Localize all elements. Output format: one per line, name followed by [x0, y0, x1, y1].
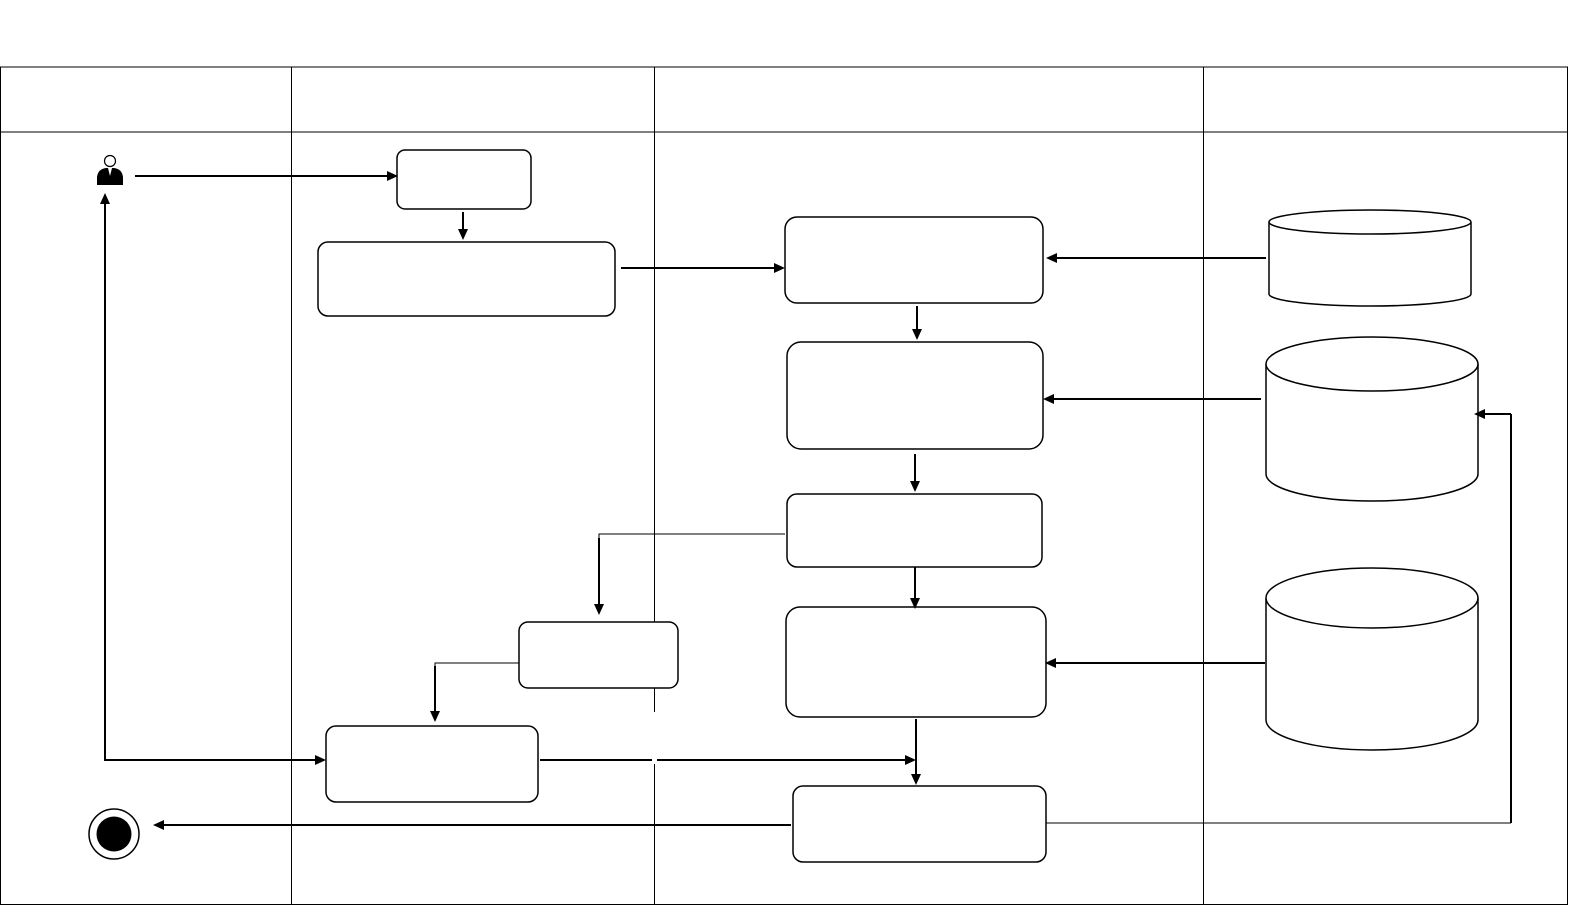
connector-datastore-2-to-node-4 [1043, 394, 1261, 404]
action-node-6[interactable] [785, 606, 1047, 718]
action-node-1[interactable] [396, 149, 532, 210]
connector-node-8-to-node-9 [540, 755, 916, 765]
action-node-9[interactable] [792, 785, 1047, 863]
connector-node-6-to-node-9 [911, 719, 921, 785]
action-node-8[interactable] [325, 725, 539, 803]
connector-node-2-to-node-3 [621, 263, 785, 273]
connector-actor-to-node-1 [135, 171, 398, 181]
connector-node-9-to-end-state [153, 820, 791, 830]
action-node-5[interactable] [786, 493, 1043, 568]
datastore-2[interactable] [1265, 336, 1479, 502]
connectors [100, 171, 1512, 830]
actor-person-icon[interactable] [97, 154, 123, 185]
connector-node-9-to-datastore-2 [1046, 409, 1512, 824]
connector-node-1-to-node-2 [458, 212, 468, 240]
connector-node-4-to-node-5 [910, 454, 920, 492]
connector-node-7-to-node-8 [430, 662, 519, 722]
connector-datastore-1-to-node-3 [1046, 253, 1266, 263]
connector-node-3-to-node-4 [912, 306, 922, 340]
connector-node-5-to-node-6 [910, 567, 920, 609]
action-node-2[interactable] [317, 241, 616, 317]
connector-node-5-to-node-7 [594, 533, 785, 615]
action-node-3[interactable] [784, 216, 1044, 304]
action-node-4[interactable] [786, 341, 1044, 450]
datastore-3[interactable] [1265, 567, 1479, 751]
lane-line-gaps [652, 712, 657, 764]
action-node-7[interactable] [518, 621, 679, 689]
swimlane-grid [0, 66, 1568, 905]
connector-datastore-3-to-node-6 [1045, 658, 1265, 668]
connector-node-8-to-actor [100, 193, 326, 765]
end-state-icon[interactable] [88, 808, 140, 860]
datastore-1[interactable] [1268, 209, 1472, 307]
